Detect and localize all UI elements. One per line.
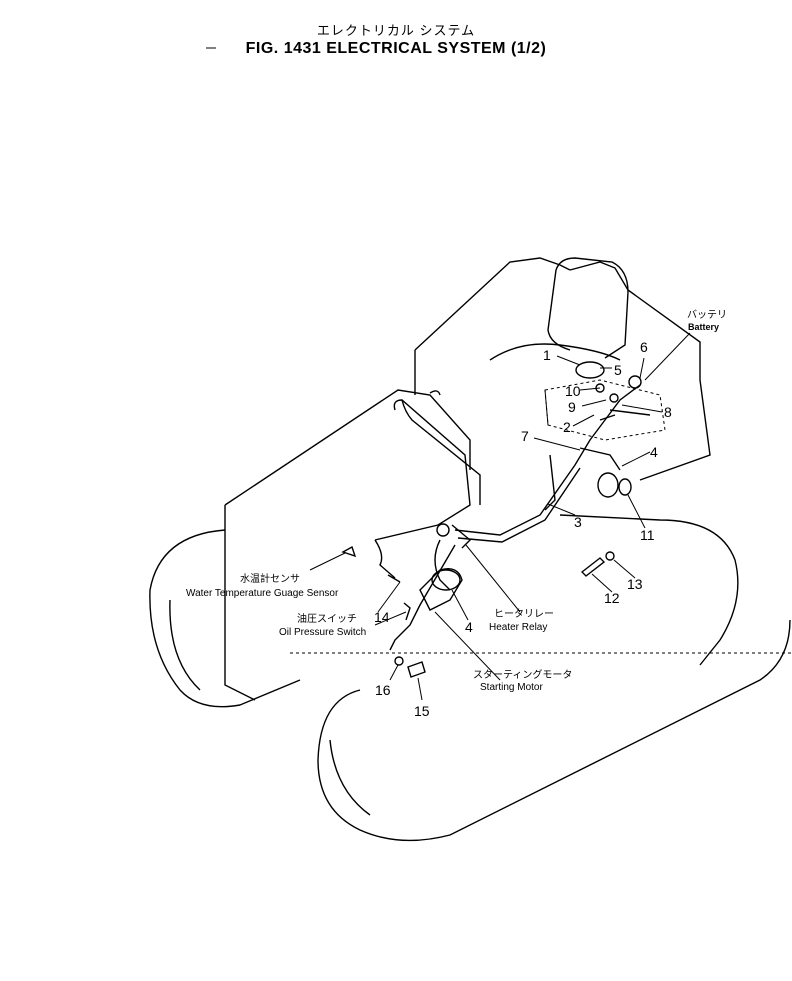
callout-5: 5 [614,362,622,378]
callout-13: 13 [627,576,643,592]
water-sensor-label-jp: 水温計センサ [240,572,300,585]
callout-15: 15 [414,703,430,719]
oil-switch-label: Oil Pressure Switch [279,627,366,638]
callout-8: 8 [664,404,672,420]
callout-14: 14 [374,609,390,625]
callout-1: 1 [543,347,551,363]
leader-lines [309,332,691,701]
bolts-and-washers [341,545,615,678]
starting-motor-label-jp: スターティングモータ [473,668,572,681]
heater-relay-label-jp: ヒータリレー [494,608,554,620]
callout-16: 16 [375,682,391,698]
wiring-harness [374,384,641,651]
water-sensor-label: Water Temperature Guage Sensor [186,588,339,599]
heater-relay [436,523,472,549]
callout-2: 2 [563,419,571,435]
starting-motor [419,568,463,611]
callout-7: 7 [521,428,529,444]
starting-motor-label: Starting Motor [480,682,543,693]
callout-6: 6 [640,339,648,355]
diagram-title: FIG. 1431 ELECTRICAL SYSTEM (1/2) [245,40,547,57]
oil-switch-label-jp: 油圧スイッチ [297,612,357,625]
callout-4-upper: 4 [650,444,658,460]
battery-terminals [575,361,651,421]
callout-9: 9 [568,399,576,415]
left-crawler-track [149,529,301,708]
diagram-title-japanese: エレクトリカル システム [316,23,476,38]
battery-label: Battery [688,322,719,332]
alternator-relay-group [597,472,632,498]
callout-11: 11 [640,527,655,543]
machine-frame [224,257,792,701]
callout-10: 10 [565,383,581,399]
heater-relay-label: Heater Relay [489,622,547,633]
battery-label-jp: バッテリ [687,309,727,321]
right-crawler-track [317,514,791,842]
callout-3: 3 [574,514,582,530]
callout-12: 12 [604,590,620,606]
callout-4-lower: 4 [465,619,473,635]
